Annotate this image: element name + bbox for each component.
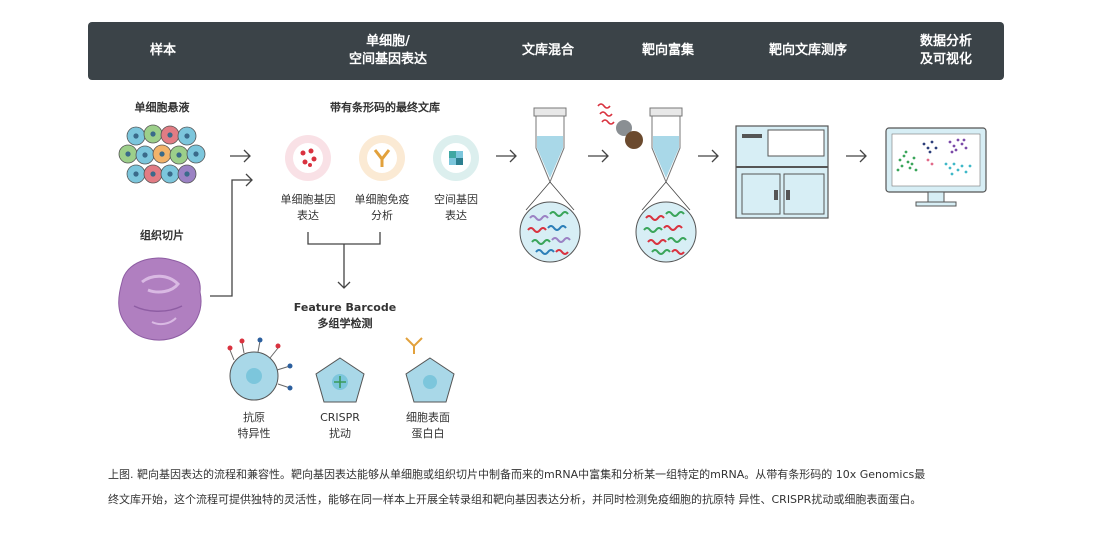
cell-suspension-icon bbox=[118, 122, 208, 192]
step-sequencing: 靶向文库测序 bbox=[728, 22, 888, 80]
step-target-enrichment: 靶向富集 bbox=[608, 22, 728, 80]
caption-line-2: 终文库开始，这个流程可提供独特的灵活性，能够在同一样本上开展全转录组和靶向基因表… bbox=[108, 487, 1008, 512]
surface-protein-cell-icon bbox=[400, 336, 456, 404]
connector-tissue-to-assay bbox=[210, 172, 256, 298]
cell-surface-protein-label: 细胞表面 蛋白白 bbox=[388, 410, 468, 442]
sc-gene-expression-label: 单细胞基因 表达 bbox=[268, 192, 348, 224]
gene-expression-icon bbox=[283, 133, 333, 183]
arrow-cells-to-assay bbox=[230, 148, 254, 164]
bracket-connector bbox=[306, 232, 386, 292]
analysis-monitor-icon bbox=[884, 126, 988, 210]
spatial-gene-expression-label: 空间基因 表达 bbox=[416, 192, 496, 224]
step-analysis: 数据分析 及可视化 bbox=[888, 22, 1004, 80]
step-library-pooling: 文库混合 bbox=[488, 22, 608, 80]
enriched-tube-icon bbox=[634, 106, 698, 272]
immune-profiling-icon bbox=[357, 133, 407, 183]
figure-caption: 上图. 靶向基因表达的流程和兼容性。靶向基因表达能够从单细胞或组织切片中制备而来… bbox=[108, 462, 1008, 512]
workflow-header: 样本 单细胞/ 空间基因表达 文库混合 靶向富集 靶向文库测序 数据分析 及可视… bbox=[88, 22, 1004, 80]
pooling-tube-icon bbox=[518, 106, 582, 272]
tissue-section-icon bbox=[112, 252, 208, 344]
barcoded-library-label: 带有条形码的最终文库 bbox=[290, 100, 480, 116]
tissue-section-label: 组织切片 bbox=[112, 228, 212, 244]
arrow-to-pooling bbox=[496, 148, 520, 164]
crispr-label: CRISPR 扰动 bbox=[300, 410, 380, 442]
caption-line-1: 上图. 靶向基因表达的流程和兼容性。靶向基因表达能够从单细胞或组织切片中制备而来… bbox=[108, 462, 1008, 487]
sc-immune-profiling-label: 单细胞免疫 分析 bbox=[342, 192, 422, 224]
arrow-to-analysis bbox=[846, 148, 870, 164]
feature-barcode-label: Feature Barcode 多组学检测 bbox=[280, 300, 410, 332]
arrow-to-enrichment bbox=[588, 148, 612, 164]
step-single-cell-spatial: 单细胞/ 空间基因表达 bbox=[308, 22, 468, 80]
antigen-cell-icon bbox=[222, 338, 296, 404]
step-sample: 样本 bbox=[88, 22, 238, 80]
crispr-cell-icon bbox=[314, 356, 366, 404]
arrow-to-sequencing bbox=[698, 148, 722, 164]
antigen-specificity-label: 抗原 特异性 bbox=[214, 410, 294, 442]
spatial-icon bbox=[431, 133, 481, 183]
cell-suspension-label: 单细胞悬液 bbox=[112, 100, 212, 116]
sequencer-icon bbox=[734, 124, 830, 220]
